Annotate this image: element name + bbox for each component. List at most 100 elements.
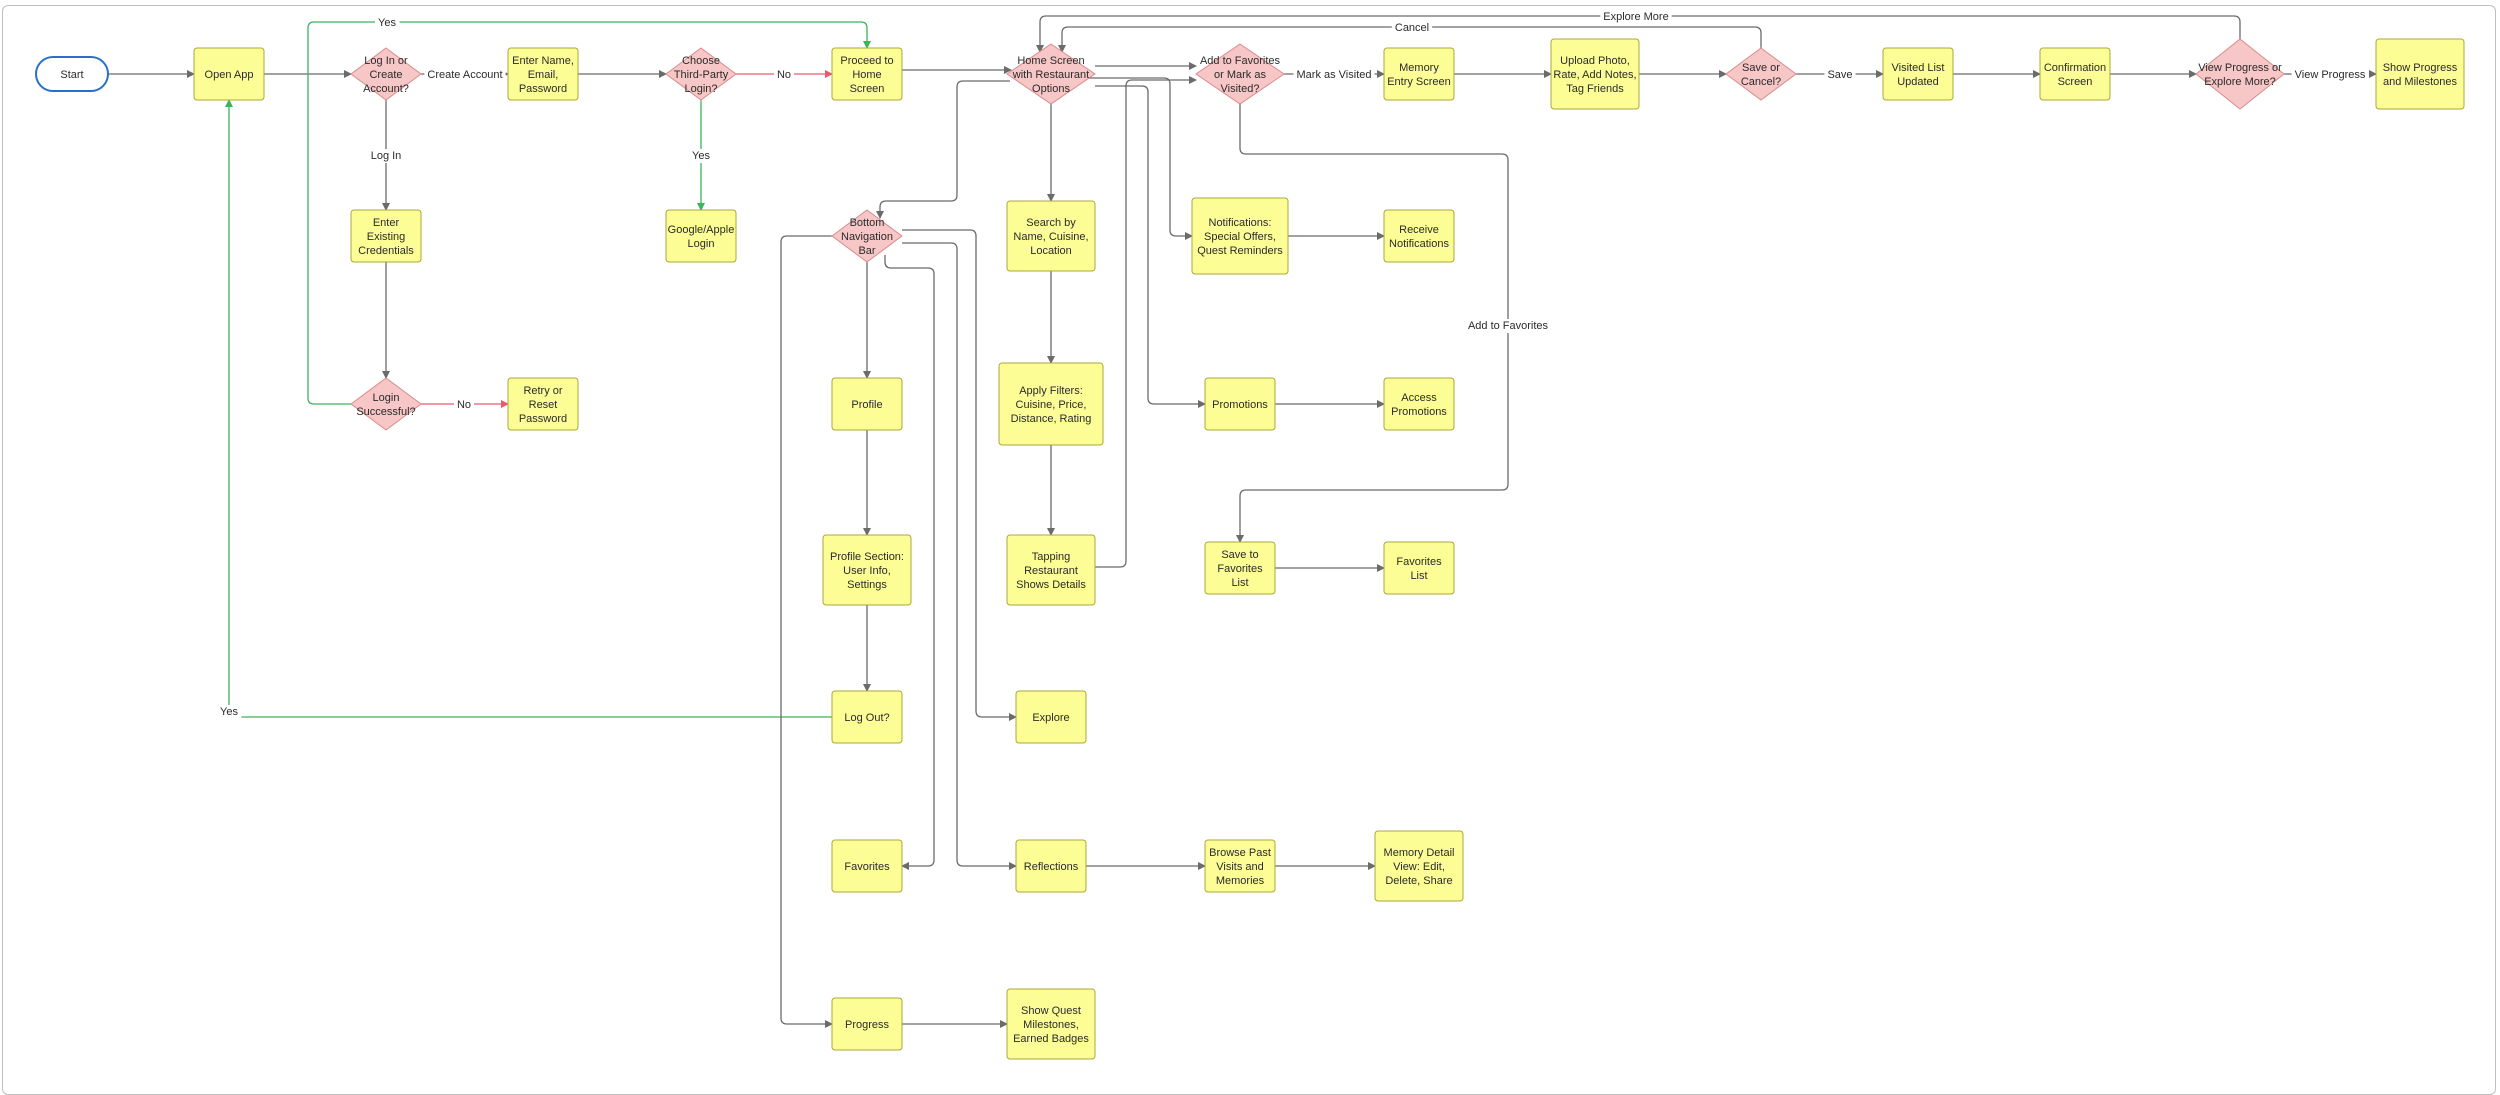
node-filters: Apply Filters:Cuisine, Price,Distance, R…: [998, 362, 1104, 446]
node-label: Shows Details: [1016, 579, 1086, 591]
node-label: Access: [1401, 392, 1437, 404]
node-label: Navigation: [841, 231, 893, 243]
node-label: Explore: [1032, 712, 1069, 724]
node-label: Email,: [528, 69, 559, 81]
edge-label-e17: Log In: [371, 150, 402, 162]
edge-label-e19: No: [457, 399, 471, 411]
node-label: List: [1410, 570, 1427, 582]
process-shape: [1204, 377, 1276, 431]
node-label: Retry or: [523, 385, 562, 397]
process-shape: [1383, 47, 1455, 101]
node-label: Name, Cuisine,: [1013, 231, 1088, 243]
node-label: Memory: [1399, 62, 1439, 74]
decision-shape: [350, 47, 422, 101]
node-label: Progress: [845, 1019, 890, 1031]
node-label: Open App: [205, 69, 254, 81]
edge-login_success-to-proceed_home: [307, 21, 871, 405]
node-label: Login: [373, 392, 400, 404]
process-shape: [1383, 209, 1455, 263]
node-label: Create: [369, 69, 402, 81]
process-shape: [1006, 200, 1096, 272]
node-label: Choose: [682, 55, 720, 67]
node-label: Settings: [847, 579, 887, 591]
node-label: Visited?: [1221, 83, 1260, 95]
node-label: Rate, Add Notes,: [1553, 69, 1636, 81]
node-label: Browse Past: [1209, 847, 1271, 859]
node-label: Search by: [1026, 217, 1076, 229]
node-reflections: Reflections: [1015, 839, 1087, 893]
edge-label-e11: Save: [1827, 69, 1852, 81]
decision-shape: [2195, 38, 2285, 110]
decision-shape: [1195, 43, 1285, 105]
terminal-shape: [35, 56, 109, 92]
decision-shape: [831, 209, 903, 263]
decision-shape: [1725, 47, 1797, 101]
node-label: and Milestones: [2383, 76, 2457, 88]
edge-label-bg-e15: [1600, 10, 1672, 24]
edge-label-e20: Yes: [378, 17, 396, 29]
node-label: Profile: [851, 399, 882, 411]
node-label: Home Screen: [1017, 55, 1084, 67]
edge-bottom_nav-to-favorites: [884, 255, 935, 870]
node-label: Home: [852, 69, 881, 81]
node-label: Login?: [684, 83, 717, 95]
node-label: Promotions: [1391, 406, 1447, 418]
process-shape: [2039, 47, 2111, 101]
node-label: Favorites: [844, 861, 890, 873]
node-label: Screen: [850, 83, 885, 95]
edge-home_screen-to-promotions: [1095, 85, 1206, 408]
process-shape: [831, 839, 903, 893]
process-shape: [2375, 38, 2465, 110]
process-shape: [831, 377, 903, 431]
node-label: Delete, Share: [1385, 875, 1452, 887]
edge-label-bg-e14: [2291, 68, 2369, 82]
edge-bottom_nav-to-explore: [902, 229, 1017, 721]
process-shape: [1204, 839, 1276, 893]
node-label: Tapping: [1032, 551, 1071, 563]
process-shape: [1015, 839, 1087, 893]
process-shape: [1015, 690, 1087, 744]
node-label: Promotions: [1212, 399, 1268, 411]
edge-label-bg-e11: [1824, 68, 1856, 82]
node-label: Explore More?: [2204, 76, 2276, 88]
node-label: Screen: [2058, 76, 2093, 88]
process-shape: [998, 362, 1104, 446]
node-label: Enter Name,: [512, 55, 574, 67]
node-notifications: Notifications:Special Offers,Quest Remin…: [1191, 197, 1289, 275]
process-shape: [822, 534, 912, 606]
node-label: Cuisine, Price,: [1016, 399, 1087, 411]
edge-label-bg-e16: [1391, 21, 1433, 35]
node-log-out: Log Out?: [831, 690, 903, 744]
process-shape: [507, 47, 579, 101]
node-label: Login: [688, 238, 715, 250]
node-label: Earned Badges: [1013, 1033, 1089, 1045]
edge-home_screen-to-notifications: [1080, 77, 1193, 240]
node-label: Reset: [529, 399, 558, 411]
node-label: Special Offers,: [1204, 231, 1276, 243]
node-label: Milestones,: [1023, 1019, 1079, 1031]
node-label: Existing: [367, 231, 406, 243]
process-shape: [1006, 988, 1096, 1060]
process-shape: [831, 47, 903, 101]
edge-label-e15: Explore More: [1603, 11, 1668, 23]
process-shape: [1191, 197, 1289, 275]
node-label: Restaurant: [1024, 565, 1078, 577]
